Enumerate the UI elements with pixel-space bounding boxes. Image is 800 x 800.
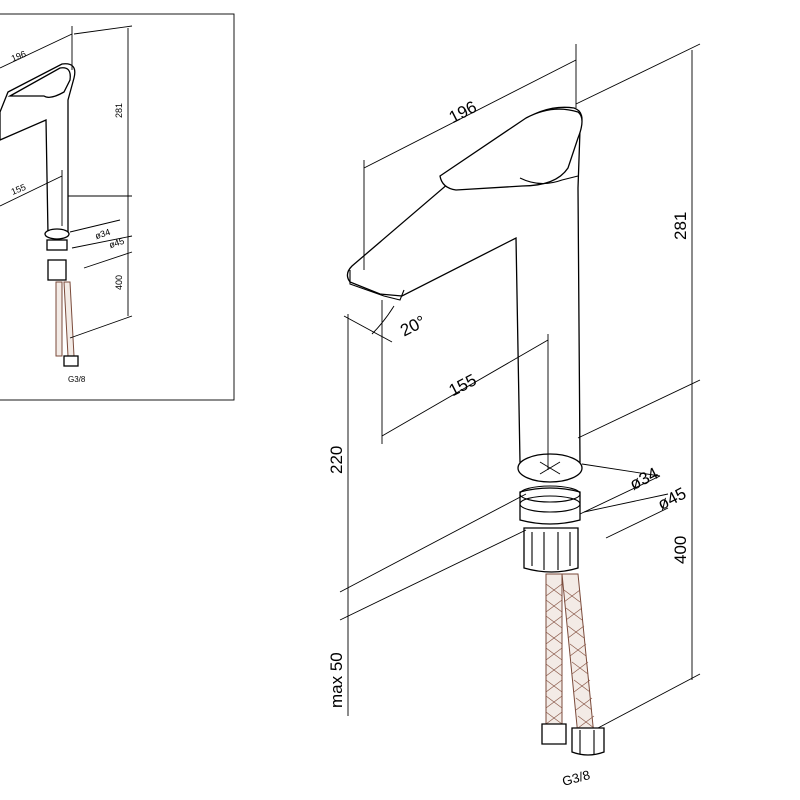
hose-right bbox=[561, 573, 595, 737]
inset-label-connection: G3/8 bbox=[68, 375, 86, 384]
label-connection: G3/8 bbox=[560, 767, 591, 789]
faucet-lever bbox=[439, 108, 583, 191]
fixing-nut bbox=[523, 527, 579, 573]
lever-underside bbox=[519, 175, 579, 185]
label-spout-length: 196 bbox=[446, 97, 480, 127]
inset-frame bbox=[0, 13, 235, 401]
inset-flange bbox=[46, 239, 68, 251]
inset-label-base-diameter: ø34 bbox=[94, 227, 112, 241]
inset-hose-right bbox=[63, 281, 75, 357]
inset-label-flange-diameter: ø45 bbox=[108, 236, 126, 250]
label-flange-diameter: ø45 bbox=[655, 484, 690, 514]
inset-label-spout-reach: 155 bbox=[10, 182, 28, 197]
label-hose-length: 400 bbox=[671, 536, 690, 564]
inset-hose-left bbox=[55, 281, 63, 357]
hose-fitting-right bbox=[571, 727, 605, 756]
inset-label-hose-length: 400 bbox=[114, 275, 124, 290]
main-view: 196 281 20° 155 220 ø34 ø45 400 max 50 G… bbox=[327, 43, 701, 789]
inset-label-body-height: 281 bbox=[114, 103, 124, 118]
label-spout-reach: 155 bbox=[446, 370, 480, 400]
inset-base bbox=[44, 228, 70, 240]
inset-label-spout-length: 196 bbox=[10, 49, 28, 64]
inset-hose-fitting bbox=[63, 355, 79, 367]
spout-tip bbox=[349, 270, 405, 301]
faucet-flange bbox=[519, 487, 581, 525]
label-max-thickness: max 50 bbox=[327, 652, 346, 708]
inset-lever bbox=[7, 67, 71, 98]
label-spout-angle: 20° bbox=[397, 312, 429, 341]
inset-nut bbox=[47, 259, 67, 281]
hose-braid bbox=[545, 583, 595, 729]
inset-view: 196 281 155 ø34 ø45 400 G3/8 bbox=[0, 13, 235, 401]
hose-fitting-left bbox=[541, 723, 567, 745]
label-spout-clearance: 220 bbox=[327, 446, 346, 474]
label-body-height: 281 bbox=[671, 212, 690, 240]
